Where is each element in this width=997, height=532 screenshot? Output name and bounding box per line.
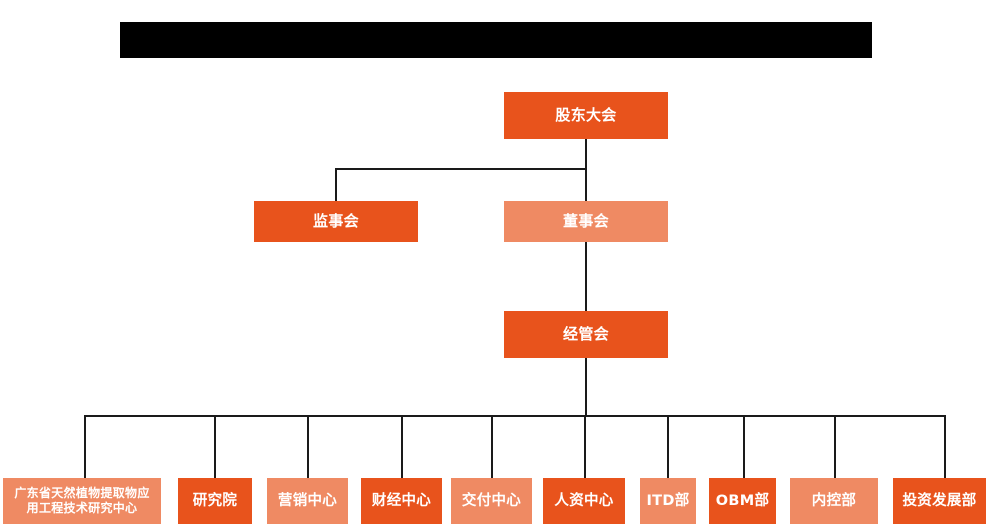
node-label: 财经中心 <box>371 492 432 509</box>
node-delivery-center[interactable]: 交付中心 <box>451 478 532 524</box>
node-internal-control-dept[interactable]: 内控部 <box>790 478 878 524</box>
node-label: ITD部 <box>646 492 690 509</box>
node-label: 广东省天然植物提取物应 用工程技术研究中心 <box>14 485 150 515</box>
node-label: 股东大会 <box>555 105 617 124</box>
connector-to-board-of-supervisors <box>335 168 337 201</box>
node-label: 监事会 <box>313 211 359 230</box>
node-research-institute[interactable]: 研究院 <box>178 478 252 524</box>
connector-to-hr-center <box>584 415 586 478</box>
node-obm-dept[interactable]: OBM部 <box>709 478 776 524</box>
node-itd-dept[interactable]: ITD部 <box>640 478 696 524</box>
node-board-of-directors[interactable]: 董事会 <box>504 201 668 242</box>
node-label: 投资发展部 <box>902 492 977 509</box>
connector-to-investment-development-dept <box>944 415 946 478</box>
node-label: 内控部 <box>811 492 857 509</box>
connector-shareholders-down <box>585 139 587 170</box>
redacted-title-bar <box>120 22 872 58</box>
node-shareholders-meeting[interactable]: 股东大会 <box>504 92 668 139</box>
connector-to-itd-dept <box>667 415 669 478</box>
node-label: 交付中心 <box>461 492 522 509</box>
connector-to-marketing-center <box>307 415 309 478</box>
node-label: 董事会 <box>563 211 609 230</box>
node-hr-center[interactable]: 人资中心 <box>543 478 625 524</box>
node-label: 经管会 <box>563 324 609 343</box>
connector-to-internal-control-dept <box>834 415 836 478</box>
node-research-center-gd[interactable]: 广东省天然植物提取物应 用工程技术研究中心 <box>3 478 161 524</box>
node-label: OBM部 <box>715 492 770 509</box>
node-board-of-supervisors[interactable]: 监事会 <box>254 201 418 242</box>
connector-to-research-center-gd <box>84 415 86 478</box>
node-label: 研究院 <box>192 492 238 509</box>
node-label: 营销中心 <box>277 492 338 509</box>
connector-to-board-of-directors <box>585 168 587 201</box>
connector-to-obm-dept <box>743 415 745 478</box>
node-finance-center[interactable]: 财经中心 <box>361 478 442 524</box>
connector-departments-bus <box>85 415 946 417</box>
node-management-committee[interactable]: 经管会 <box>504 311 668 358</box>
connector-management-down <box>585 357 587 416</box>
connector-to-finance-center <box>401 415 403 478</box>
connector-to-delivery-center <box>491 415 493 478</box>
connector-level2-bus <box>336 168 587 170</box>
node-marketing-center[interactable]: 营销中心 <box>267 478 348 524</box>
connector-to-research-institute <box>214 415 216 478</box>
node-label: 人资中心 <box>554 492 614 509</box>
node-investment-development-dept[interactable]: 投资发展部 <box>893 478 986 524</box>
connector-directors-to-management <box>585 241 587 311</box>
